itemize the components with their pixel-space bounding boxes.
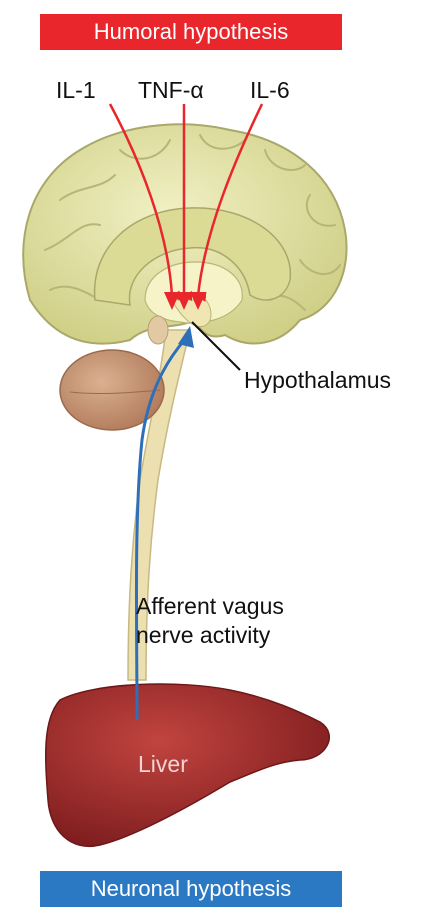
vagus-label-line2: nerve activity: [136, 621, 284, 650]
hypothalamus-label: Hypothalamus: [244, 366, 391, 394]
il6-label: IL-6: [250, 76, 290, 104]
il1-label: IL-1: [56, 76, 96, 104]
tnf-alpha-label: TNF-α: [138, 76, 204, 104]
neuronal-hypothesis-banner: Neuronal hypothesis: [40, 871, 342, 907]
liver-label: Liver: [138, 750, 188, 778]
cerebellum: [60, 350, 164, 430]
vagus-label-line1: Afferent vagus: [136, 592, 284, 621]
vagus-label: Afferent vagus nerve activity: [136, 592, 284, 650]
